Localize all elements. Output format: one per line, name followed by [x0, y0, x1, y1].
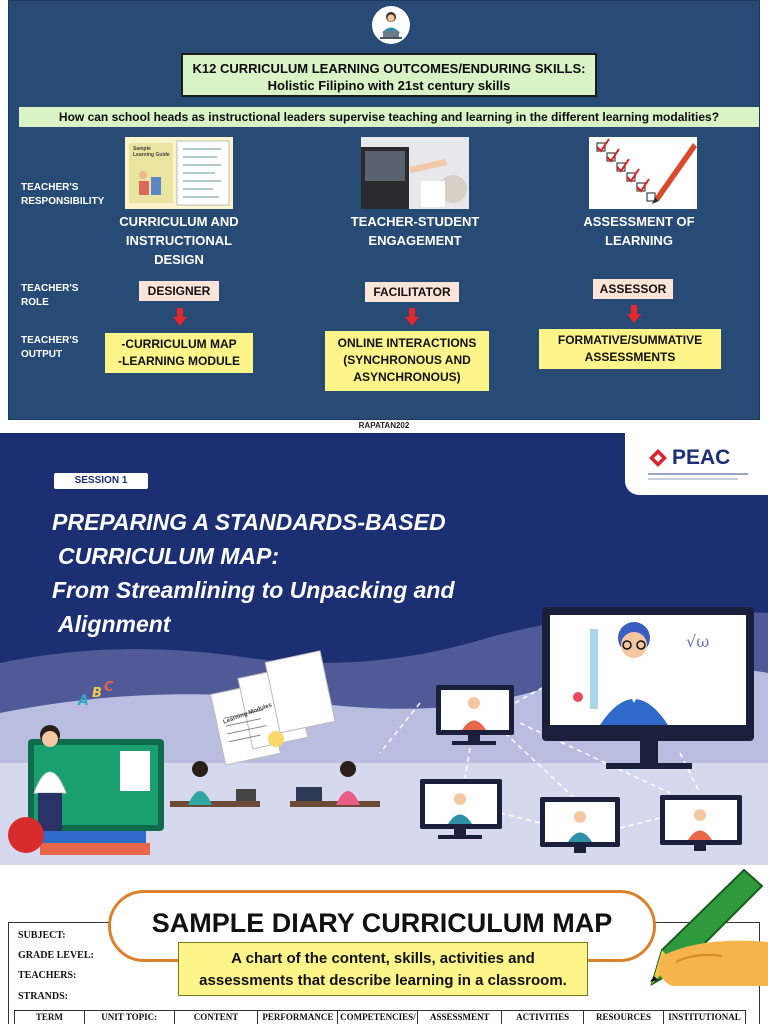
- role-designer: DESIGNER: [139, 281, 219, 301]
- field-teachers: TEACHERS:: [18, 970, 77, 981]
- table-header-cell: INSTITUTIONAL: [662, 1010, 747, 1024]
- slide-learning-outcomes: K12 CURRICULUM LEARNING OUTCOMES/ENDURIN…: [8, 0, 760, 420]
- table-header-cell: COMPETENCIES/: [337, 1010, 419, 1024]
- curriculum-map-definition: A chart of the content, skills, activiti…: [178, 942, 588, 996]
- row-label-responsibility: TEACHER'S RESPONSIBILITY: [21, 182, 105, 207]
- output-assessments: FORMATIVE/SUMMATIVE ASSESSMENTS: [539, 329, 721, 369]
- slide-credit: RAPATAN202: [358, 421, 410, 430]
- responsibility-curriculum-design: CURRICULUM AND INSTRUCTIONAL DESIGN: [119, 214, 239, 267]
- table-header-cell: ASSESSMENT: [417, 1010, 503, 1024]
- classroom-illustration: √ω: [0, 607, 768, 865]
- hand-pen-icon: [650, 868, 768, 986]
- peac-logo-panel: [625, 433, 768, 495]
- outcomes-title-line2: Holistic Filipino with 21st century skil…: [267, 78, 511, 93]
- curriculum-map-table: TERM UNIT TOPIC: CONTENT PERFORMANCE COM…: [14, 1010, 747, 1024]
- role-assessor: ASSESSOR: [593, 279, 673, 299]
- table-header-cell: PERFORMANCE: [257, 1010, 339, 1024]
- svg-text:C: C: [104, 680, 114, 695]
- svg-text:A: A: [77, 693, 89, 709]
- row-label-role: TEACHER'S ROLE: [21, 283, 79, 308]
- svg-text:√ω: √ω: [686, 632, 709, 651]
- guiding-question: How can school heads as instructional le…: [19, 107, 759, 127]
- table-header-cell: CONTENT: [173, 1010, 259, 1024]
- svg-text:B: B: [92, 686, 102, 701]
- down-arrow-icon: [627, 305, 641, 323]
- learning-guide-image: Sample Learning Guide: [125, 137, 233, 209]
- peac-logo-tagline: [648, 478, 738, 480]
- down-arrow-icon: [405, 308, 419, 326]
- table-header-cell: RESOURCES: [583, 1010, 664, 1024]
- field-grade-level: GRADE LEVEL:: [18, 950, 94, 961]
- peac-logo-icon: [649, 449, 667, 467]
- session-title: PREPARING A STANDARDS-BASED CURRICULUM M…: [52, 509, 455, 637]
- row-label-output: TEACHER'S OUTPUT: [21, 335, 79, 360]
- curriculum-map-title: SAMPLE DIARY CURRICULUM MAP: [151, 908, 613, 938]
- field-strands: STRANDS:: [18, 991, 69, 1002]
- teacher-laptop-icon: [372, 6, 410, 44]
- down-arrow-icon: [173, 308, 187, 326]
- role-facilitator: FACILITATOR: [365, 282, 459, 302]
- peac-logo-text: PEAC: [672, 446, 731, 469]
- outcomes-title-box: K12 CURRICULUM LEARNING OUTCOMES/ENDURIN…: [181, 53, 597, 97]
- teacher-student-image: [361, 137, 469, 209]
- learning-guide-label: Sample Learning Guide: [133, 146, 170, 158]
- slide-session-title: √ω: [0, 433, 768, 865]
- responsibility-assessment: ASSESSMENT OF LEARNING: [583, 214, 695, 248]
- outcomes-title-line1: K12 CURRICULUM LEARNING OUTCOMES/ENDURIN…: [192, 61, 586, 76]
- checklist-image: [589, 137, 697, 209]
- responsibility-engagement: TEACHER-STUDENT ENGAGEMENT: [350, 214, 480, 248]
- table-header-cell: TERM: [14, 1010, 85, 1024]
- output-curriculum-materials: -CURRICULUM MAP -LEARNING MODULE: [105, 333, 253, 373]
- session-badge: SESSION 1: [54, 473, 148, 489]
- table-header-row: TERM UNIT TOPIC: CONTENT PERFORMANCE COM…: [14, 1010, 747, 1024]
- table-header-cell: UNIT TOPIC:: [83, 1010, 175, 1024]
- slide-curriculum-map: SUBJECT: GRADE LEVEL: TEACHERS: STRANDS:…: [0, 866, 768, 1024]
- peac-logo-tagline: [648, 473, 748, 475]
- field-subject: SUBJECT:: [18, 930, 66, 941]
- table-header-cell: ACTIVITIES: [501, 1010, 585, 1024]
- output-online-interactions: ONLINE INTERACTIONS (SYNCHRONOUS AND ASY…: [325, 331, 489, 391]
